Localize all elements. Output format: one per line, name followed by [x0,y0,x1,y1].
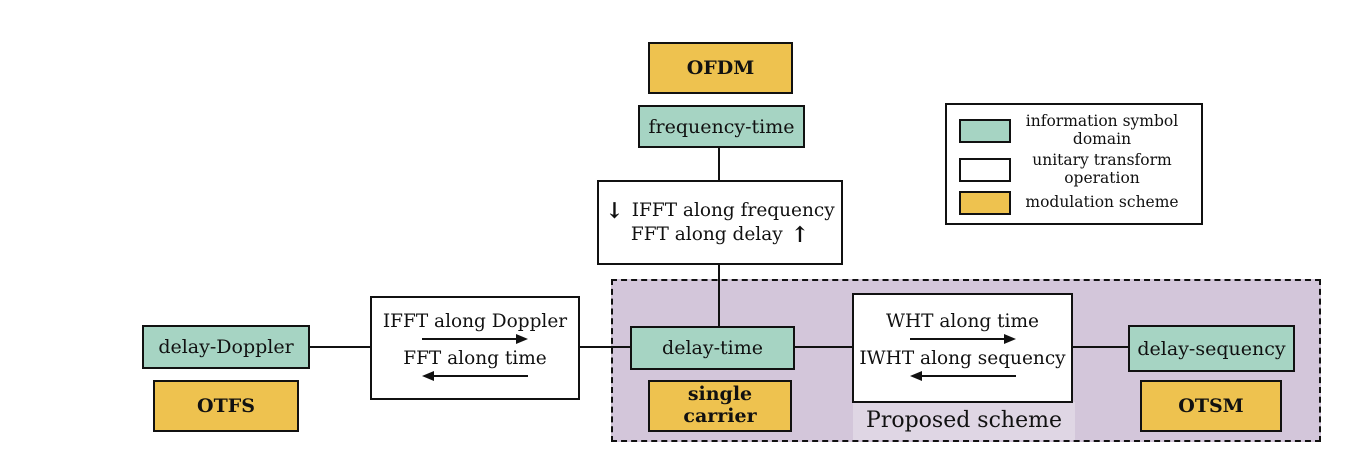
node-delay-time: delay-time [630,326,795,370]
transform-frequency-delay-row1: ↓ IFFT along frequency [605,200,834,222]
proposed-scheme-label: Proposed scheme [866,408,1062,433]
node-single-carrier-label: single carrier [683,383,757,427]
connector-transform-to-delaysequency [1071,346,1130,348]
node-otsm-label: OTSM [1178,395,1244,417]
proposed-scheme-highlight [853,402,1075,440]
node-single-carrier: single carrier [648,380,792,432]
orange-swatch-icon [959,191,1011,216]
legend-row-modulation-scheme: modulation scheme [955,191,1193,216]
node-delay-time-label: delay-time [662,337,763,359]
node-otsm: OTSM [1140,380,1282,432]
connector-transform-to-delaytime-left [578,346,632,348]
transform-time-sequency-content: WHT along time IWHT along sequency [859,311,1066,385]
legend-label: information symbol domain [1025,111,1179,148]
teal-swatch-icon [959,118,1011,143]
transform-doppler-time-content: IFFT along Doppler FFT along time [383,311,567,385]
transform-time-sequency-line1: WHT along time [886,311,1039,332]
transform-doppler-time-line1: IFFT along Doppler [382,311,568,332]
node-otfs: OTFS [153,380,299,432]
node-delay-sequency: delay-sequency [1128,325,1295,372]
connector-delaydoppler-to-transform [308,346,372,348]
connector-delaytime-to-transform-right [793,346,854,348]
right-arrow-icon [909,334,1016,344]
connector-freqtime-to-transform [718,148,720,182]
right-arrow-icon [421,334,528,344]
legend-label: unitary transform operation [1032,150,1172,187]
transform-doppler-time-line2: FFT along time [403,348,547,369]
left-arrow-icon [421,371,528,381]
transform-time-sequency: WHT along time IWHT along sequency [852,293,1073,403]
down-arrow-icon: ↓ [605,197,624,224]
legend-row-unitary-transform-operation: unitary transform operation [955,150,1193,188]
legend-row-information-symbol-domain: information symbol domain [955,111,1193,149]
node-ofdm: OFDM [648,42,793,94]
white-swatch-icon [959,157,1011,182]
left-arrow-icon [909,371,1016,381]
transform-doppler-time: IFFT along Doppler FFT along time [370,296,580,400]
transform-frequency-delay-line2: FFT along delay [630,224,783,245]
transform-frequency-delay-line1: IFFT along frequency [631,200,835,221]
node-ofdm-label: OFDM [686,57,755,79]
node-delay-doppler: delay-Doppler [142,325,310,369]
transform-time-sequency-line2: IWHT along sequency [859,348,1066,369]
transform-frequency-delay: ↓ IFFT along frequency FFT along delay ↑ [597,180,843,265]
legend: information symbol domain unitary transf… [945,103,1203,225]
legend-label: modulation scheme [1025,193,1179,212]
node-frequency-time: frequency-time [638,105,805,148]
connector-transform-to-delaytime [718,263,720,328]
node-delay-sequency-label: delay-sequency [1137,337,1286,360]
node-delay-doppler-label: delay-Doppler [158,336,294,358]
node-otfs-label: OTFS [197,395,255,417]
transform-frequency-delay-row2: FFT along delay ↑ [631,224,809,246]
up-arrow-icon: ↑ [790,221,810,248]
node-frequency-time-label: frequency-time [648,115,795,138]
